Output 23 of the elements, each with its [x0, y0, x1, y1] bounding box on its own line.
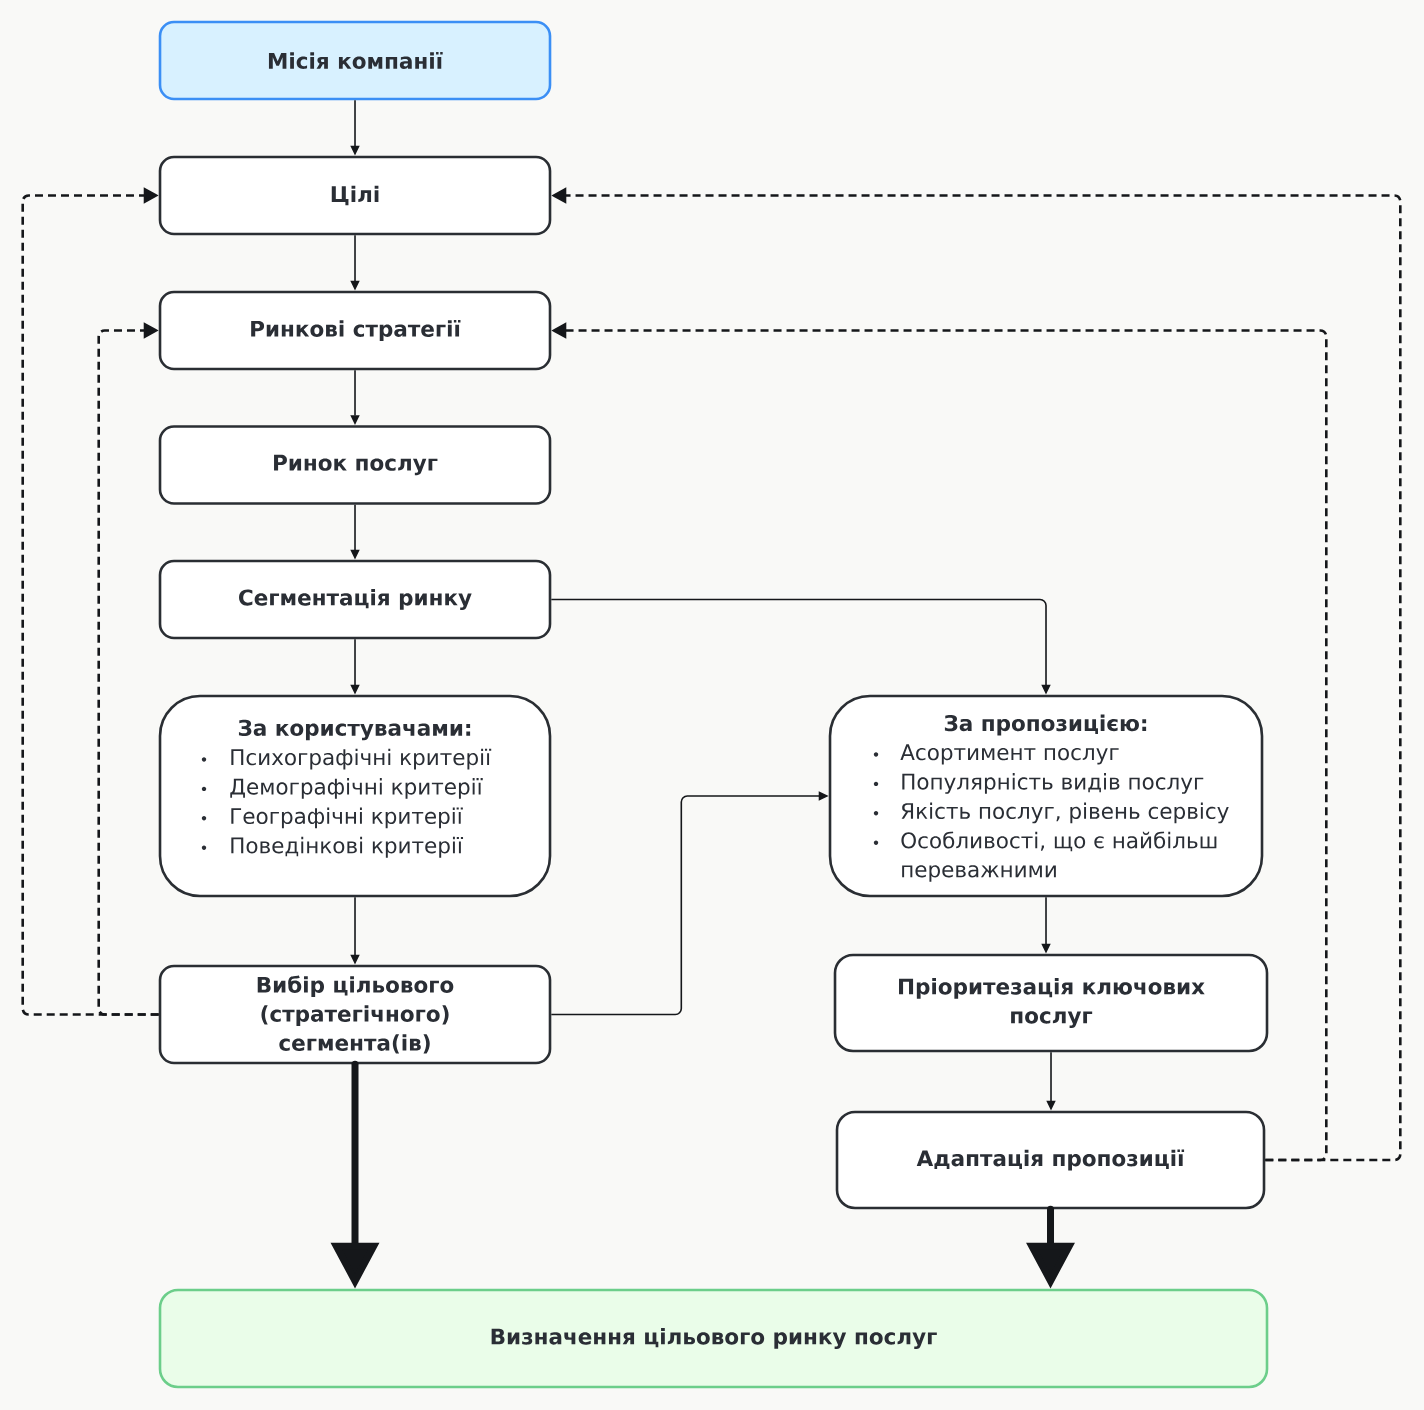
- dashed-arrow: [21, 187, 159, 1016]
- box-heading: За пропозицією:: [944, 714, 1147, 736]
- process-box: Місія компанії: [158, 20, 552, 101]
- list-item: Географічні критерії: [231, 807, 463, 829]
- list-item: Демографічні критерії: [230, 778, 483, 799]
- process-box: Ринок послуг: [158, 425, 552, 505]
- list-item: Поведінкові критерії: [231, 836, 464, 858]
- process-box: Адаптація пропозиції: [835, 1110, 1266, 1210]
- process-box: [158, 694, 552, 898]
- process-box: [828, 694, 1264, 898]
- list-item: Асортимент послуг: [900, 744, 1119, 765]
- process-box: Цілі: [158, 155, 552, 236]
- list-item: Особливості, що є найбільш переважними: [901, 831, 1217, 882]
- process-box: Ринкові стратегії: [158, 290, 552, 371]
- list-item: Якість послуг, рівень сервісу: [901, 802, 1229, 824]
- dashed-arrow: [97, 322, 159, 1016]
- list-item: Психографічні критерії: [231, 748, 492, 770]
- list-item: Популярність видів послуг: [902, 773, 1204, 794]
- process-box: Вибір цільового (стратегічного) сегмента(ів): [158, 964, 552, 1065]
- box-heading: За користувачами:: [238, 719, 471, 741]
- process-box: Сегментація ринку: [158, 559, 552, 640]
- process-box: Пріоритезація ключових послуг: [833, 953, 1269, 1053]
- process-box: Визначення цільового ринку послуг: [158, 1288, 1269, 1389]
